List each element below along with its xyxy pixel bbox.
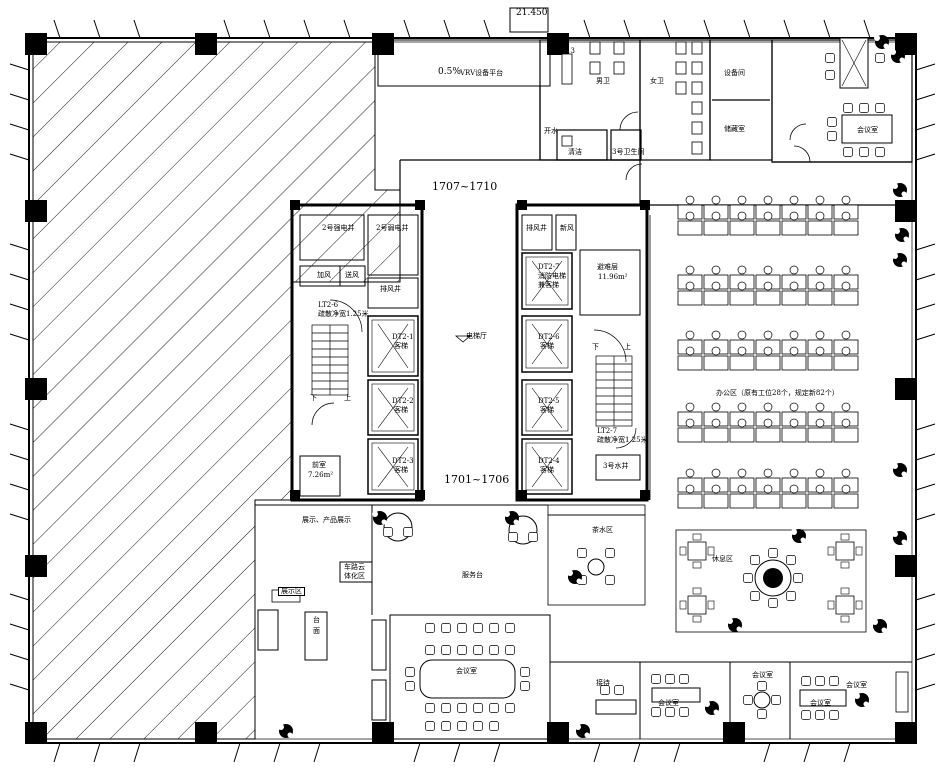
dt6-label: DT2-6: [538, 333, 560, 341]
front-desk-label-2: 面: [313, 627, 320, 635]
dt7-sub: 消防电梯: [538, 272, 566, 280]
meeting-room-top-label: 会议室: [857, 126, 878, 134]
front-desk-label-1: 台: [313, 616, 320, 624]
dt5-label: DT2-5: [538, 397, 560, 405]
dt7-label: DT2-7: [538, 263, 560, 271]
car-cloud-label: 车路云: [344, 563, 365, 571]
cleaning-room-label: 清洁: [568, 148, 582, 156]
tea-area-label: 茶水区: [592, 526, 613, 534]
rest-area: [675, 529, 867, 633]
dt1-label: DT2-1: [392, 333, 414, 341]
equipment-room-label: 设备间: [724, 69, 745, 77]
front-room-area: 7.26m²: [308, 471, 334, 479]
dimension-note: 13: [566, 47, 575, 55]
reception-label: 接待: [596, 679, 610, 687]
unit-range-top: 1707~1710: [432, 180, 498, 193]
vrv-slope-label: 0.5%: [438, 67, 461, 77]
stair-right-down: 下: [592, 343, 599, 351]
meeting-room-br3-label: 会议室: [810, 699, 831, 707]
tea-area: [547, 504, 646, 606]
door-swings-top: [619, 111, 811, 181]
open-office-label: 办公区（原有工位28个，规定新82个）: [716, 389, 839, 397]
meeting-room-br2-label: 会议室: [752, 671, 773, 679]
central-core: [290, 203, 649, 502]
dt2-label: DT2-2: [392, 397, 414, 405]
dt3-sub: 客梯: [394, 466, 408, 474]
hatched-void-area: [32, 41, 401, 740]
meeting-room-bottom: [389, 614, 551, 740]
dt2-sub: 客梯: [394, 406, 408, 414]
vrv-platform: [377, 39, 551, 87]
elevator-lobby-label: 电梯厅: [466, 332, 487, 340]
shaft-elec2-label: 2号强电井: [322, 224, 355, 232]
stair-left-up: 上: [344, 394, 351, 402]
elevator-x-marks: [377, 260, 563, 488]
workstation-grid: [677, 195, 859, 509]
service-desk-label: 服务台: [462, 571, 483, 579]
boiling-water-label: 开水: [544, 127, 558, 135]
refuge-area: 11.96m²: [598, 273, 628, 281]
elevation-tag-box: [509, 7, 549, 33]
stair-left-sub: 疏散净宽1.25米: [318, 310, 369, 318]
shaft-smoke2-label: 排风井: [526, 224, 547, 232]
shaft-weak2-label: 2号弱电井: [376, 224, 409, 232]
stair-right-sub: 疏散净宽1.25米: [597, 436, 648, 444]
car-cloud-label-2: 体化区: [344, 572, 365, 580]
rest-area-label: 休息区: [712, 555, 733, 563]
dt5-sub: 客梯: [540, 406, 554, 414]
shaft-smoke-label: 排风井: [380, 285, 401, 293]
stair-right-up: 上: [624, 343, 631, 351]
facade-fins: [9, 19, 936, 763]
structural-columns: [25, 33, 917, 744]
right-entry-panel: [895, 671, 909, 713]
meeting-room-br4-label: 会议室: [846, 681, 867, 689]
toilet-fixtures: [561, 41, 703, 155]
lobby-arrow: [454, 335, 472, 343]
stair-left-down: 下: [310, 394, 317, 402]
stair-right: [593, 329, 637, 449]
womens-wc-label: 女卫: [650, 77, 664, 85]
shaft-exhaust-b-label: 送风: [345, 271, 359, 279]
lobby-note: 展示、产品展示: [302, 516, 351, 524]
dt1-sub: 客梯: [394, 342, 408, 350]
mens-wc-label: 男卫: [596, 77, 610, 85]
shaft-fresh-label: 加风: [317, 271, 331, 279]
washroom3-label: 3号卫生间: [612, 148, 645, 156]
lobby-furniture: [271, 512, 538, 603]
shaft-exhaust-label: 新风: [560, 224, 574, 232]
unit-range-bottom: 1701~1706: [444, 473, 510, 486]
vrv-platform-label: VRV设备平台: [460, 69, 504, 77]
stair-left-label: LT2-6: [318, 301, 339, 309]
meeting-room-top-right: [825, 37, 893, 157]
dt6-sub: 客梯: [540, 342, 554, 350]
front-room-label: 前室: [312, 461, 326, 469]
stair-right-label: LT2-7: [597, 427, 618, 435]
meeting-room-br1-label: 会议室: [658, 699, 679, 707]
water-well3-label: 3号水井: [603, 462, 629, 470]
meeting-room-bottom-label: 会议室: [456, 667, 477, 675]
refuge-label: 避难层: [597, 263, 618, 271]
display-area-label: 展示区: [278, 587, 305, 597]
dt7-sub2: 兼客梯: [538, 281, 559, 289]
meeting-rooms-bottom-right: [550, 661, 912, 739]
dt4-sub: 客梯: [540, 466, 554, 474]
dt4-label: DT2-4: [538, 457, 560, 465]
dt3-label: DT2-3: [392, 457, 414, 465]
stair-left: [311, 299, 363, 426]
storage-room-label: 储藏室: [724, 125, 745, 133]
elevation-tag: 21.450: [516, 8, 548, 18]
